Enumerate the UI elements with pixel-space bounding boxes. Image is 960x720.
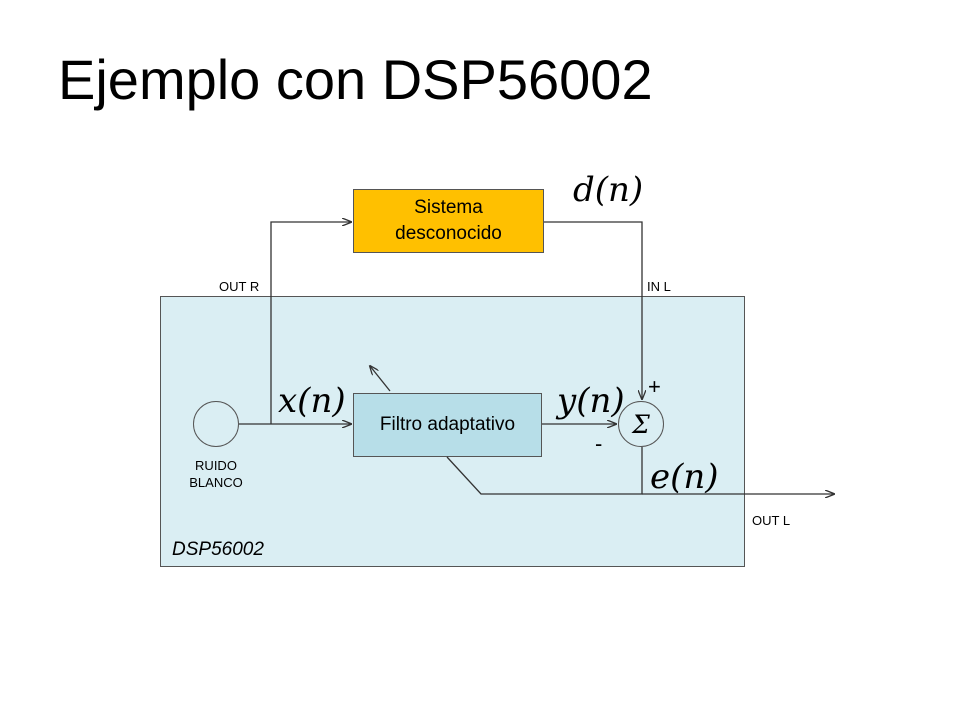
adaptation-arrow xyxy=(370,366,391,392)
white-noise-label-line2: BLANCO xyxy=(189,475,243,490)
white-noise-label: RUIDO BLANCO xyxy=(180,457,252,491)
port-out-r: OUT R xyxy=(219,279,260,294)
sigma-symbol: Σ xyxy=(632,409,650,439)
unknown-system-label-line2: desconocido xyxy=(395,223,502,244)
sum-plus-sign: + xyxy=(648,374,661,399)
summing-junction: Σ xyxy=(618,401,664,447)
white-noise-label-line1: RUIDO xyxy=(195,458,237,473)
dsp-board-label: DSP56002 xyxy=(172,539,264,560)
slide-title: Ejemplo con DSP56002 xyxy=(58,48,653,111)
unknown-system-block: Sistema desconocido xyxy=(353,189,544,253)
adaptive-filter-block: Filtro adaptativo xyxy=(353,393,542,457)
wire-error-feedback xyxy=(446,447,643,495)
adaptive-filter-label: Filtro adaptativo xyxy=(379,414,516,435)
signal-x-label: x(n) xyxy=(278,381,346,421)
wire-x-to-system xyxy=(270,222,351,424)
sum-minus-sign: - xyxy=(595,431,603,456)
unknown-system-label-line1: Sistema xyxy=(414,197,483,218)
white-noise-source xyxy=(193,401,239,447)
signal-d-label: d(n) xyxy=(573,170,644,210)
signal-e-label: e(n) xyxy=(650,457,719,497)
wire-system-to-sum xyxy=(544,221,642,399)
port-out-l: OUT L xyxy=(752,513,791,528)
signal-y-label: y(n) xyxy=(557,381,625,421)
port-in-l: IN L xyxy=(647,279,671,294)
